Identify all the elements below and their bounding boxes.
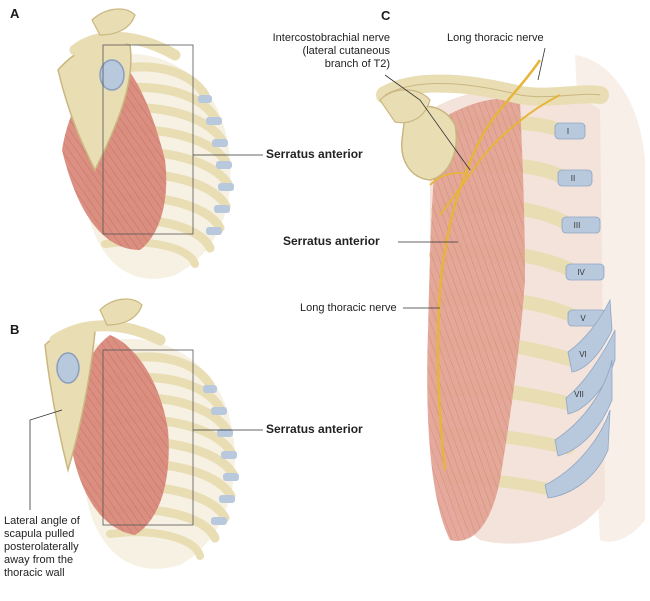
panel-c-letter: C [381, 8, 391, 23]
panel-c-serratus-muscle [427, 98, 525, 541]
rib-numeral-3: III [573, 221, 581, 230]
rib-numeral-1: I [566, 127, 570, 136]
panel-a-serratus-label: Serratus anterior [266, 147, 363, 161]
panel-b-scapula-leader [29, 409, 63, 510]
panel-a-cartilage [198, 95, 234, 235]
panel-b-illustration [29, 298, 263, 569]
panel-c-clavicle-edge [384, 82, 601, 98]
panel-c-long-thoracic-mid-label: Long thoracic nerve [300, 302, 397, 314]
panel-c-cartilage [544, 122, 616, 499]
panel-b-clavicle [49, 320, 166, 346]
panel-a-frame [102, 44, 194, 235]
panel-b-vertebrae [99, 298, 143, 326]
panel-b-cartilage [203, 385, 239, 525]
panel-a-illustration [57, 8, 263, 279]
panel-b-glenoid [56, 352, 80, 384]
rib-numeral-6: VI [579, 350, 587, 359]
panel-c-long-thoracic-nerve [436, 59, 542, 471]
panel-b-letter: B [10, 322, 20, 337]
panel-c-nerve-branch [429, 172, 471, 186]
panel-a-clavicle [69, 31, 181, 61]
panel-b-serratus-label: Serratus anterior [266, 422, 363, 436]
panel-c-intercostobrachial-nerve [439, 94, 561, 216]
panel-c-serratus-label: Serratus anterior [283, 234, 380, 248]
panel-b-frame [102, 349, 194, 526]
panel-c-long-thoracic-top-label: Long thoracic nerve [447, 32, 544, 44]
panel-b-serratus-muscle [70, 335, 169, 535]
panel-c-intercostobrachial-label: Intercostobrachial nerve (lateral cutane… [272, 32, 390, 70]
rib-numeral-7: VII [574, 390, 584, 399]
rib-numeral-5: V [580, 314, 586, 323]
rib-numeral-4: IV [577, 268, 585, 277]
panel-c-scapula-head [401, 105, 457, 181]
panel-a-vertebrae [91, 8, 136, 36]
rib-numeral-2: II [570, 174, 576, 183]
panel-a-letter: A [10, 6, 20, 21]
panel-c-leader-long-thoracic-top [537, 47, 546, 81]
panel-a-glenoid [99, 59, 125, 91]
panel-b-scapula-note: Lateral angle of scapula pulled posterol… [4, 515, 80, 579]
panel-c-illustration [376, 47, 645, 544]
panel-c-leader-intercostobrachial [384, 74, 471, 171]
